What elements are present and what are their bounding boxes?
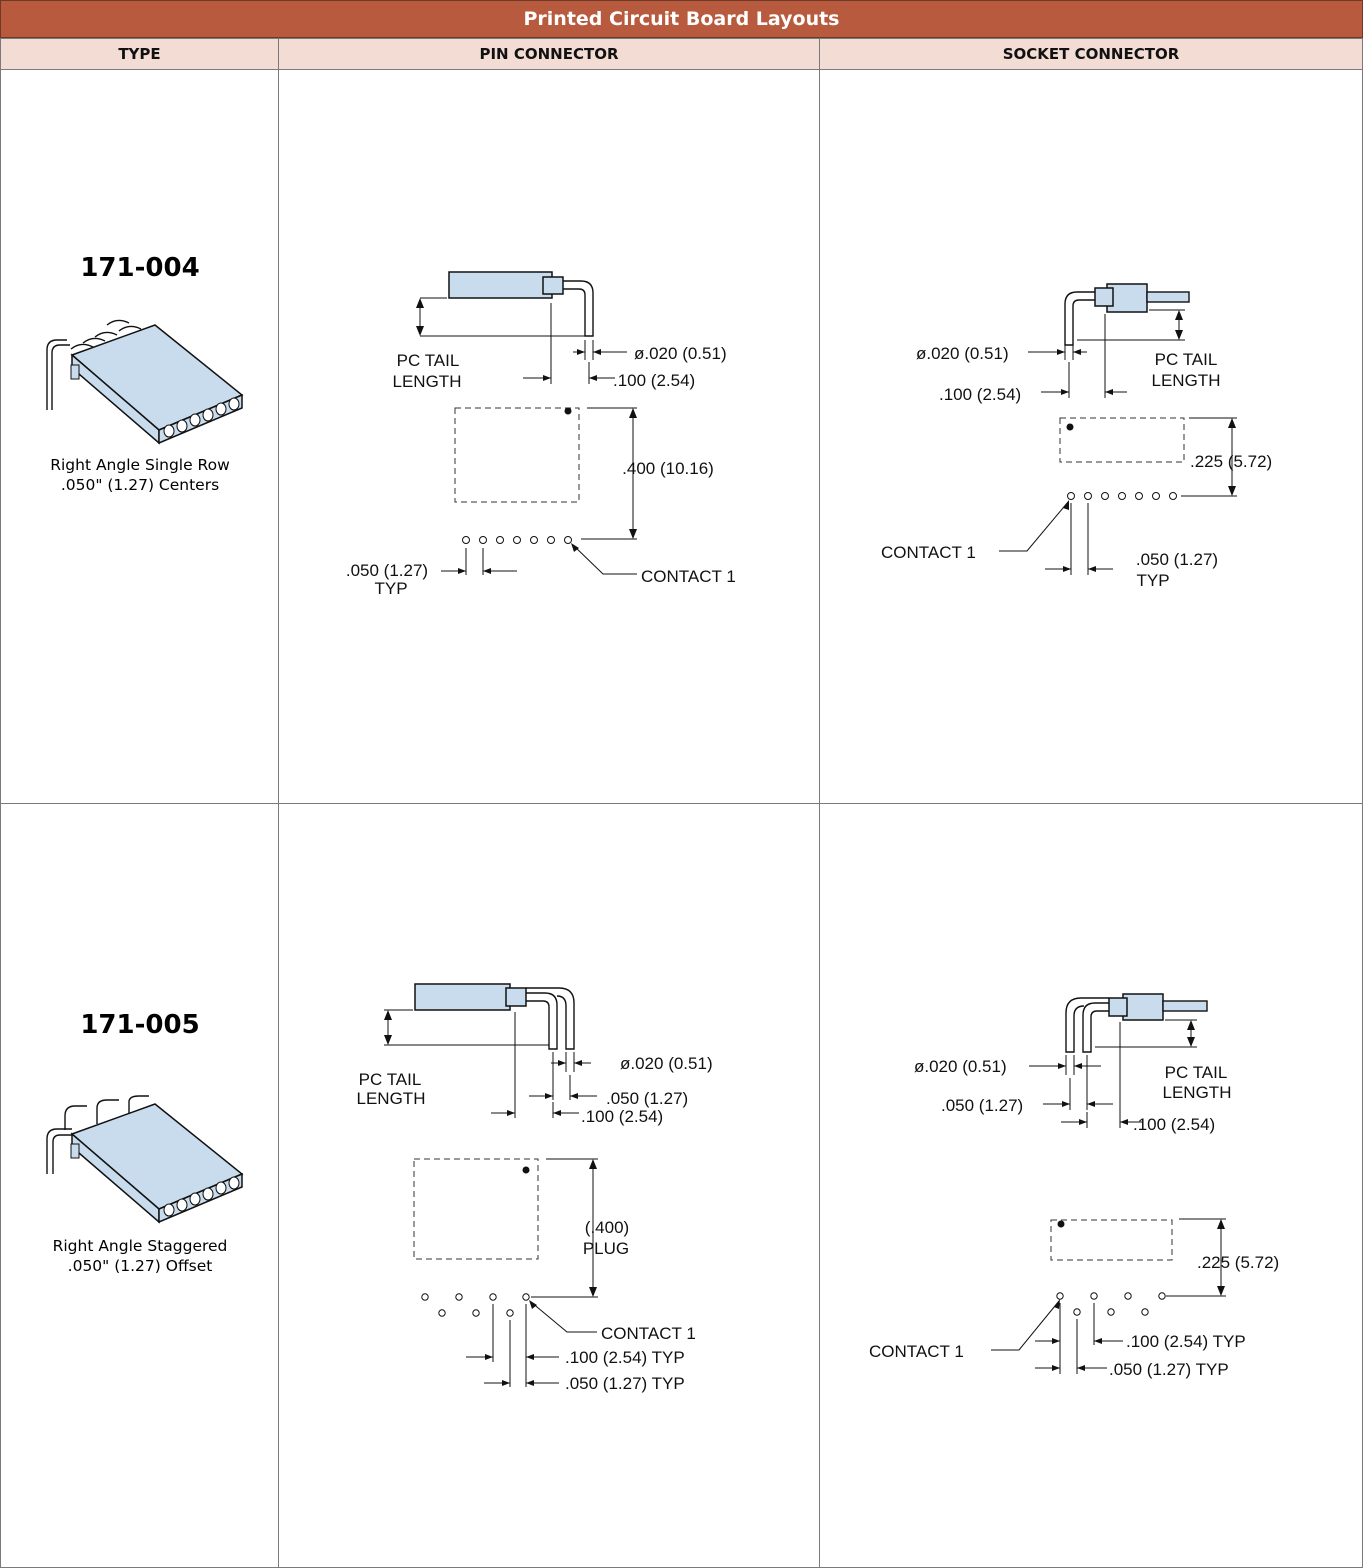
description-line1: Right Angle Staggered bbox=[52, 1237, 228, 1255]
socket-row-pitch-dim: .100 (2.54) TYP bbox=[1126, 1332, 1246, 1351]
pin-layout-drawing: PC TAIL LENGTH ø.020 (0.51) .100 (2.54) … bbox=[346, 271, 736, 598]
type-cell-row2: 171-005 Right Angle Staggered .050" (1.2… bbox=[0, 803, 279, 1568]
pin-height-dim-1: (.400) bbox=[585, 1218, 629, 1237]
header-socket-connector: SOCKET CONNECTOR bbox=[819, 38, 1363, 70]
description-line1: Right Angle Single Row bbox=[50, 456, 230, 474]
socket-tail-2 bbox=[1065, 997, 1109, 1053]
pin-tail-1 bbox=[526, 992, 558, 1050]
type-cell-row1: 171-004 Right Angle Single Row bbox=[0, 69, 279, 804]
socket-latch bbox=[1094, 287, 1114, 307]
socket-tail-label-1: PC TAIL bbox=[1165, 1063, 1228, 1082]
socket-tail bbox=[1064, 291, 1095, 346]
socket-height-dim: .225 (5.72) bbox=[1190, 452, 1272, 471]
pin-row-offset-dim: .050 (1.27) TYP bbox=[565, 1374, 685, 1393]
socket-layout-drawing: PC TAIL LENGTH ø.020 (0.51) .100 (2.54) … bbox=[881, 283, 1272, 590]
pin-diameter-dim: ø.020 (0.51) bbox=[620, 1054, 713, 1073]
pin-footprint-outline bbox=[413, 1158, 539, 1260]
part-number: 171-004 bbox=[80, 253, 200, 283]
pin-spacing-dim-2: TYP bbox=[374, 579, 407, 598]
pin-body bbox=[414, 983, 511, 1011]
socket-spacing-dim-1: .050 (1.27) bbox=[1136, 550, 1218, 569]
pin-pitch-dim: .100 (2.54) bbox=[613, 371, 695, 390]
connector-illustration-staggered bbox=[46, 1095, 244, 1224]
pin-latch bbox=[505, 987, 527, 1007]
socket-footprint-outline bbox=[1059, 417, 1185, 463]
pin-offset-dim: .050 (1.27) bbox=[606, 1089, 688, 1108]
socket-diameter-dim: ø.020 (0.51) bbox=[916, 344, 1009, 363]
socket-tail-label-2: LENGTH bbox=[1163, 1083, 1232, 1102]
pin-diameter-dim: ø.020 (0.51) bbox=[634, 344, 727, 363]
socket-offset-dim: .050 (1.27) bbox=[941, 1096, 1023, 1115]
socket-pitch-dim: .100 (2.54) bbox=[1133, 1115, 1215, 1134]
table-title: Printed Circuit Board Layouts bbox=[0, 0, 1363, 38]
pin-footprint-outline bbox=[454, 407, 580, 503]
header-pin-connector: PIN CONNECTOR bbox=[278, 38, 820, 70]
pin-height-dim: .400 (10.16) bbox=[622, 459, 714, 478]
socket-spacing-dim-2: TYP bbox=[1136, 571, 1169, 590]
pin-tail-label-2: LENGTH bbox=[357, 1089, 426, 1108]
pin-connector-cell-row1: PC TAIL LENGTH ø.020 (0.51) .100 (2.54) … bbox=[278, 69, 820, 804]
socket-contact-label: CONTACT 1 bbox=[869, 1342, 964, 1361]
socket-diameter-dim: ø.020 (0.51) bbox=[914, 1057, 1007, 1076]
pin-pitch-dim: .100 (2.54) bbox=[581, 1107, 663, 1126]
socket-connector-cell-row1: PC TAIL LENGTH ø.020 (0.51) .100 (2.54) … bbox=[819, 69, 1363, 804]
pin-latch bbox=[542, 276, 564, 295]
socket-height-dim: .225 (5.72) bbox=[1197, 1253, 1279, 1272]
socket-latch bbox=[1108, 997, 1128, 1017]
socket-row-offset-dim: .050 (1.27) TYP bbox=[1109, 1360, 1229, 1379]
part-description: Right Angle Single Row .050" (1.27) Cent… bbox=[5, 455, 275, 495]
socket-tail-1 bbox=[1082, 1002, 1109, 1053]
pin-tail-label-1: PC TAIL bbox=[359, 1070, 422, 1089]
socket-tail-label-2: LENGTH bbox=[1152, 371, 1221, 390]
pin-hole-row bbox=[462, 536, 572, 544]
part-description: Right Angle Staggered .050" (1.27) Offse… bbox=[5, 1236, 275, 1276]
pin-tail-label-2: LENGTH bbox=[393, 372, 462, 391]
socket-pitch-dim: .100 (2.54) bbox=[939, 385, 1021, 404]
pin-hole-rows-staggered bbox=[421, 1293, 530, 1317]
part-number: 171-005 bbox=[80, 1010, 200, 1040]
socket-hole-row bbox=[1067, 492, 1177, 500]
socket-tail-label-1: PC TAIL bbox=[1155, 350, 1218, 369]
description-line2: .050" (1.27) Offset bbox=[67, 1257, 213, 1275]
header-type: TYPE bbox=[0, 38, 279, 70]
pin-connector-cell-row2: PC TAIL LENGTH ø.020 (0.51) .050 (1.27) … bbox=[278, 803, 820, 1568]
socket-hole-rows-staggered bbox=[1056, 1292, 1166, 1316]
socket-contact-label: CONTACT 1 bbox=[881, 543, 976, 562]
pin-layout-drawing: PC TAIL LENGTH ø.020 (0.51) .050 (1.27) … bbox=[357, 983, 713, 1393]
connector-illustration-single-row bbox=[46, 319, 244, 445]
pin-row-pitch-dim: .100 (2.54) TYP bbox=[565, 1348, 685, 1367]
socket-layout-drawing: PC TAIL LENGTH ø.020 (0.51) .050 (1.27) … bbox=[869, 993, 1279, 1379]
pin-contact-label: CONTACT 1 bbox=[641, 567, 736, 586]
pin-tail bbox=[563, 280, 594, 337]
pin-tail-2 bbox=[526, 987, 575, 1050]
description-line2: .050" (1.27) Centers bbox=[60, 476, 220, 494]
socket-footprint-outline bbox=[1050, 1219, 1173, 1261]
pin-contact-label: CONTACT 1 bbox=[601, 1324, 696, 1343]
socket-connector-cell-row2: PC TAIL LENGTH ø.020 (0.51) .050 (1.27) … bbox=[819, 803, 1363, 1568]
pin-spacing-dim-1: .050 (1.27) bbox=[346, 561, 428, 580]
socket-body bbox=[1122, 993, 1164, 1021]
pin-height-dim-2: PLUG bbox=[583, 1239, 629, 1258]
pin-body bbox=[448, 271, 553, 299]
pin-tail-label-1: PC TAIL bbox=[397, 351, 460, 370]
